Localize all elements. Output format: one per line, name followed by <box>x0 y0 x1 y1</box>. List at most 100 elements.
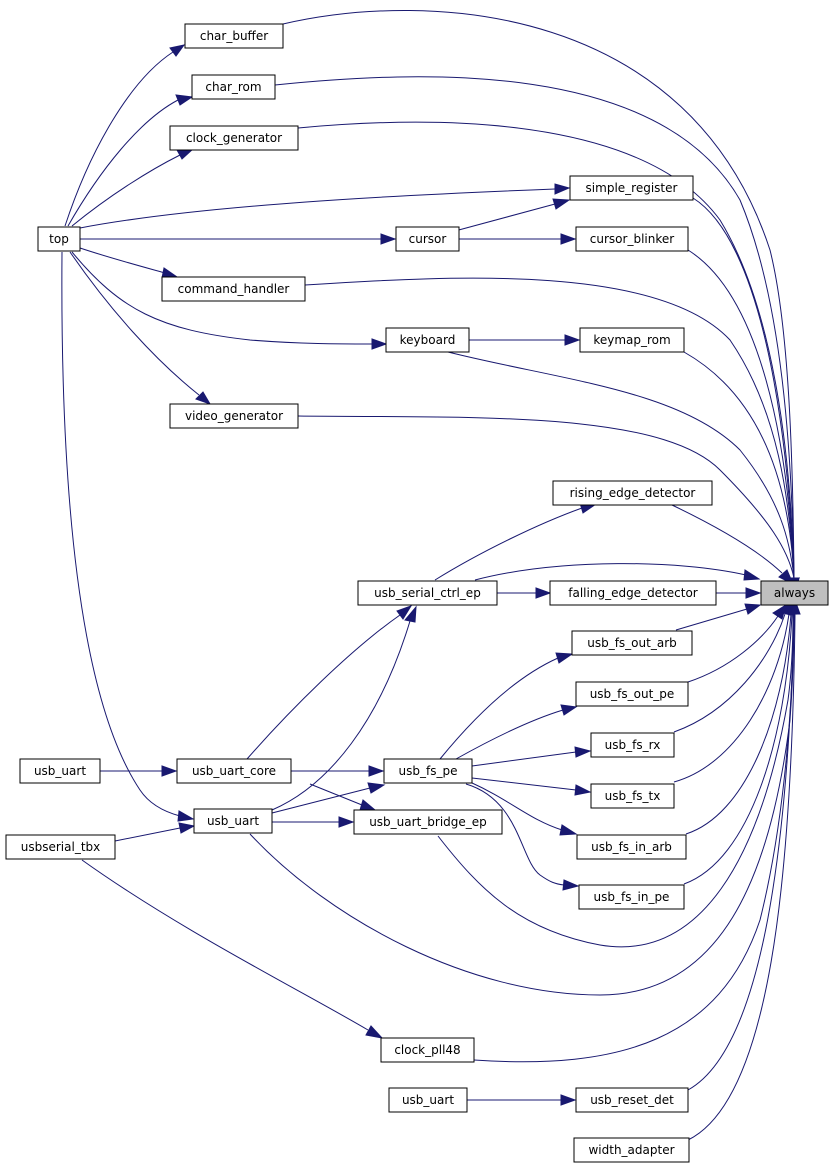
edge-top-to-keyboard <box>71 251 388 350</box>
edge-usbserial-tbx-to-usb-uart <box>114 822 196 842</box>
edge-usb-fs-pe-to-usb-fs-tx <box>471 777 592 796</box>
edge-usb-fs-pe-to-usb-fs-in-pe <box>465 783 580 891</box>
edge-video-generator-to-always <box>297 415 800 594</box>
node-cursor-blinker[interactable]: cursor_blinker <box>575 226 689 252</box>
node-clock-generator[interactable]: clock_generator <box>169 125 299 151</box>
edge-usb-serial-ctrl-ep-to-always <box>474 563 761 581</box>
edge-usb-fs-out-pe-to-always <box>687 603 787 683</box>
edge-command-handler-to-always <box>304 277 800 594</box>
edge-usb-uart-to-usb-uart-bridge-ep <box>272 816 355 828</box>
node-usb-uart-bottom[interactable]: usb_uart <box>388 1087 468 1113</box>
node-usb-fs-tx[interactable]: usb_fs_tx <box>590 783 675 809</box>
node-label: falling_edge_detector <box>568 586 698 600</box>
node-label: rising_edge_detector <box>570 486 696 500</box>
node-label: clock_generator <box>186 131 282 145</box>
edge-top-to-char-buffer <box>64 44 186 227</box>
edge-usb-reset-det-to-always <box>687 598 800 1091</box>
node-falling-edge-detector[interactable]: falling_edge_detector <box>549 580 717 606</box>
edge-usb-uart-core-to-usb-serial-ctrl-ep <box>246 605 413 760</box>
node-label: usb_fs_out_arb <box>587 636 677 650</box>
edge-usb-uart-bottom-to-usb-reset-det <box>467 1094 577 1106</box>
node-label: char_rom <box>205 80 261 94</box>
node-label: usb_fs_rx <box>605 738 661 752</box>
edge-usb-fs-out-arb-to-always <box>675 603 762 631</box>
edge-cursor-to-simple-register <box>454 198 571 232</box>
edge-top-to-simple-register <box>79 183 571 229</box>
edge-char-buffer-to-always <box>282 10 800 594</box>
edge-usb-uart-left-to-usb-uart-core <box>100 765 178 777</box>
edge-cursor-to-cursor-blinker <box>459 233 577 245</box>
edge-usbserial-tbx-to-clock-pll48 <box>81 859 384 1039</box>
node-usb-uart-bridge-ep[interactable]: usb_uart_bridge_ep <box>353 809 503 835</box>
node-usb-fs-pe[interactable]: usb_fs_pe <box>383 758 473 784</box>
edge-top-to-usb-uart <box>61 251 195 822</box>
node-label: usb_fs_out_pe <box>590 687 675 701</box>
node-usb-fs-rx[interactable]: usb_fs_rx <box>590 732 675 758</box>
edge-top-to-char-rom <box>67 94 194 227</box>
node-rising-edge-detector[interactable]: rising_edge_detector <box>552 480 713 506</box>
node-label: char_buffer <box>200 29 268 43</box>
node-label: usb_serial_ctrl_ep <box>374 586 481 600</box>
edge-top-to-video-generator <box>69 251 212 405</box>
node-usb-uart-left[interactable]: usb_uart <box>19 758 101 784</box>
node-usbserial-tbx[interactable]: usbserial_tbx <box>5 834 116 860</box>
node-usb-fs-in-arb[interactable]: usb_fs_in_arb <box>576 834 687 860</box>
node-label: usb_fs_in_pe <box>594 890 670 904</box>
node-command-handler[interactable]: command_handler <box>161 276 306 302</box>
node-label: clock_pll48 <box>394 1043 460 1057</box>
node-usb-serial-ctrl-ep[interactable]: usb_serial_ctrl_ep <box>357 580 498 606</box>
node-label: simple_register <box>586 181 678 195</box>
edge-usb-fs-pe-to-usb-fs-rx <box>471 746 592 767</box>
node-usb-fs-in-pe[interactable]: usb_fs_in_pe <box>578 884 685 910</box>
node-label: usb_uart <box>34 764 86 778</box>
node-video-generator[interactable]: video_generator <box>169 403 299 429</box>
node-label: usb_reset_det <box>590 1093 674 1107</box>
node-usb-uart-core[interactable]: usb_uart_core <box>176 758 292 784</box>
node-label: command_handler <box>178 282 290 296</box>
node-label: top <box>49 232 69 246</box>
edge-keyboard-to-always <box>447 351 800 594</box>
edge-usb-uart-core-to-usb-fs-pe <box>291 765 385 777</box>
node-label: always <box>774 586 815 600</box>
edge-width-adapter-to-always <box>687 598 801 1141</box>
edge-usb-uart-to-usb-fs-pe <box>271 782 386 814</box>
edge-usb-fs-rx-to-always <box>673 598 791 733</box>
node-char-buffer[interactable]: char_buffer <box>184 23 284 49</box>
node-simple-register[interactable]: simple_register <box>569 175 694 201</box>
node-keymap-rom[interactable]: keymap_rom <box>579 327 685 353</box>
edge-top-to-cursor <box>80 233 397 245</box>
edge-usb-uart-to-usb-serial-ctrl-ep <box>271 605 417 811</box>
node-usb-reset-det[interactable]: usb_reset_det <box>575 1087 689 1113</box>
node-usb-uart[interactable]: usb_uart <box>193 808 273 834</box>
node-label: cursor <box>409 232 447 246</box>
node-label: usb_uart_bridge_ep <box>369 815 487 829</box>
node-label: usb_uart_core <box>192 764 276 778</box>
edge-clock-pll48-to-always <box>473 598 800 1063</box>
node-char-rom[interactable]: char_rom <box>191 74 276 100</box>
node-label: keyboard <box>400 333 456 347</box>
edge-usb-fs-pe-to-usb-fs-out-arb <box>439 652 574 760</box>
edge-top-to-command-handler <box>79 247 179 279</box>
edge-usb-fs-tx-to-always <box>673 598 795 783</box>
node-clock-pll48[interactable]: clock_pll48 <box>380 1037 475 1063</box>
graph-nodes: char_buffer char_rom clock_generator sim… <box>5 23 829 1163</box>
edge-simple-register-to-always <box>692 197 800 594</box>
node-label: usb_uart <box>207 814 259 828</box>
edge-char-rom-to-always <box>274 76 800 594</box>
node-top[interactable]: top <box>37 226 81 252</box>
node-label: width_adapter <box>588 1143 674 1157</box>
node-width-adapter[interactable]: width_adapter <box>573 1137 690 1163</box>
node-label: cursor_blinker <box>590 232 674 246</box>
node-usb-fs-out-pe[interactable]: usb_fs_out_pe <box>575 681 689 707</box>
edge-cursor-blinker-to-always <box>687 249 800 594</box>
edge-usb-serial-ctrl-ep-to-rising-edge-detector <box>434 502 598 581</box>
node-label: keymap_rom <box>593 333 670 347</box>
node-usb-fs-out-arb[interactable]: usb_fs_out_arb <box>571 630 693 656</box>
edge-keyboard-to-keymap-rom <box>469 334 581 346</box>
node-label: video_generator <box>185 409 283 423</box>
node-keyboard[interactable]: keyboard <box>385 327 470 353</box>
edge-usb-fs-pe-to-usb-fs-in-arb <box>469 781 578 836</box>
node-cursor[interactable]: cursor <box>395 226 460 252</box>
node-always[interactable]: always <box>760 580 829 606</box>
